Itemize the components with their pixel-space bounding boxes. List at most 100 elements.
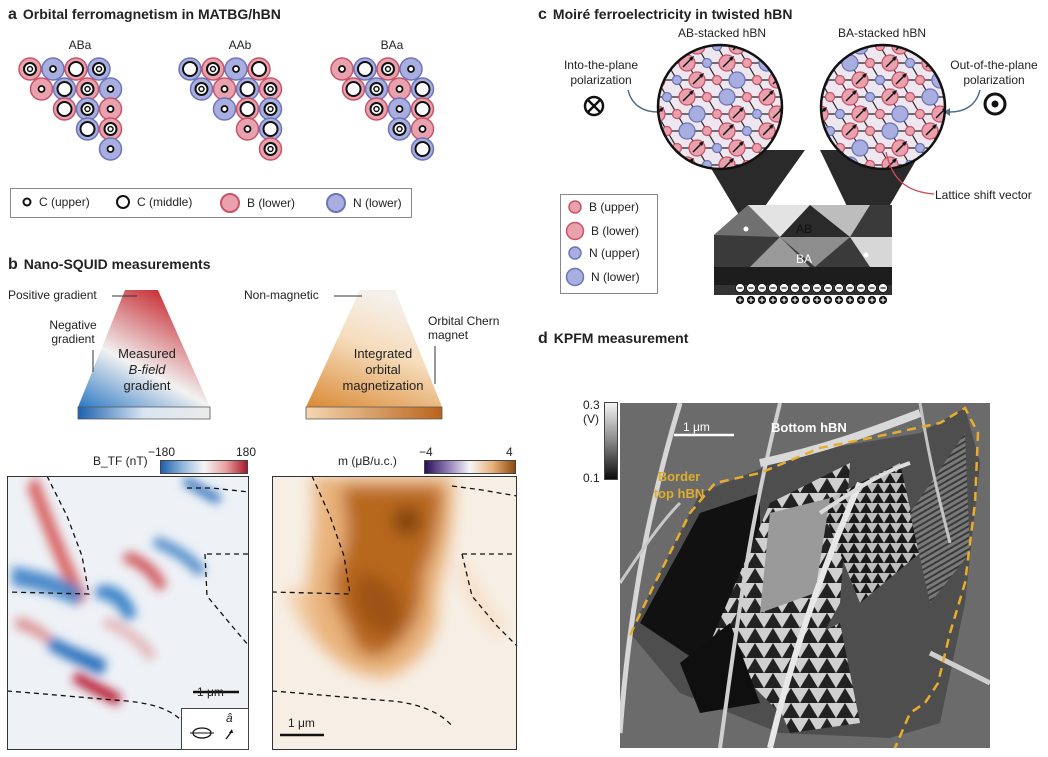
lattice-atom [921, 88, 939, 106]
carbon-middle-atom [56, 81, 73, 97]
lattice-atom [796, 110, 805, 119]
btf-colorbar [160, 460, 248, 474]
lattice-atom [944, 159, 945, 169]
carbon-upper-atom [37, 85, 46, 93]
lattice-atom [942, 21, 958, 37]
zoom-circle-border [819, 43, 947, 171]
lattice-atom [751, 142, 763, 154]
carbon-upper-atom [49, 65, 57, 73]
carbon-upper-atom [373, 85, 380, 93]
legend-b-upper: B (upper) [567, 199, 639, 215]
shift-vector-arrow [976, 177, 985, 186]
carbon-upper-atom [26, 65, 34, 73]
lattice-baa [330, 57, 435, 161]
lattice-atom [661, 57, 673, 69]
panel-b-letter: b [8, 256, 18, 273]
lattice-atom [874, 108, 886, 120]
lattice-atom [658, 45, 666, 55]
legend-c-upper: C (upper) [21, 195, 90, 209]
kpfm-colorbar-unit: (V) [583, 412, 599, 426]
lattice-atom [881, 122, 899, 140]
bottom-hbn-label: Bottom hBN [771, 420, 847, 435]
kpfm-map [620, 403, 990, 749]
legend-n-upper: N (upper) [567, 245, 640, 261]
lattice-atom [864, 91, 876, 103]
carbon-middle-atom [414, 81, 431, 97]
lattice-shift-label: Lattice shift vector [935, 188, 1032, 202]
lattice-atom [864, 125, 876, 137]
lattice-atom [799, 89, 815, 105]
ba-lattice-zoom [819, 43, 947, 171]
zoom-cones [700, 150, 922, 246]
lattice-atom [904, 57, 916, 69]
magnetization-pyramid [305, 290, 443, 420]
lattice-atom [821, 45, 829, 55]
shift-vector-arrow [806, 58, 815, 67]
shift-vector-arrow [803, 58, 812, 67]
lattice-atom [671, 45, 683, 52]
zoom-circle-border [656, 43, 784, 171]
lattice-aba [18, 57, 123, 161]
carbon-upper-atom [107, 125, 114, 133]
lattice-atom [758, 54, 776, 72]
lattice-atom [751, 45, 763, 52]
lattice-atom [728, 71, 746, 89]
lattice-atom [914, 45, 926, 52]
lattice-aab [178, 57, 283, 161]
lattice-atom [802, 123, 818, 139]
panel-d-title-text: KPFM measurement [553, 330, 689, 346]
shift-vector-arrow [658, 74, 663, 85]
lattice-atom [921, 54, 939, 72]
carbon-upper-atom [267, 105, 274, 113]
border-top-hbn-label: Border top hBN [653, 469, 705, 501]
lattice-atom [781, 57, 782, 69]
carbon-upper-atom [106, 105, 115, 113]
lattice-atom [793, 42, 802, 51]
legend-c-b-lower: B (lower) [565, 221, 639, 241]
lattice-atom [904, 125, 916, 137]
carbon-middle-atom [251, 61, 267, 77]
legend-c-n-lower: N (lower) [565, 267, 640, 287]
lattice-atom [904, 91, 916, 103]
lattice-atom [649, 174, 665, 190]
panel-d-letter: d [538, 330, 548, 347]
carbon-upper-atom [106, 85, 115, 93]
lattice-atom [914, 74, 926, 86]
ba-stacked-label: BA-stacked hBN [837, 26, 927, 40]
lattice-atom [711, 74, 723, 86]
lattice-atom [806, 25, 815, 34]
lattice-atom [639, 123, 655, 139]
lattice-atom [802, 55, 818, 71]
carbon-upper-atom [338, 65, 346, 73]
lattice-atom [972, 140, 988, 156]
shift-vector-arrow [806, 126, 815, 135]
lattice-atom [688, 105, 706, 123]
lattice-atom [658, 139, 666, 157]
lattice-atom [874, 142, 886, 154]
m-colorbar [424, 460, 516, 474]
btf-colorbar-title: B_TF (nT) [93, 454, 148, 468]
measured-field-label: Measured B-field gradient [118, 346, 176, 393]
carbon-upper-atom [384, 65, 392, 73]
kpfm-scale-label: 1 μm [683, 420, 710, 434]
out-plane-icon [983, 92, 1007, 116]
m-colorbar-title: m (μB/u.c.) [338, 454, 397, 468]
carbon-middle-atom [79, 121, 96, 137]
btf-colorbar-max: 180 [236, 445, 257, 459]
carbon-middle-atom [68, 61, 84, 77]
lattice-atom [891, 105, 909, 123]
carbon-middle-atom [56, 101, 73, 117]
carbon-middle-atom [182, 61, 198, 77]
carbon-middle-atom [239, 81, 256, 97]
lattice-atom [639, 157, 655, 173]
lattice-atom [914, 108, 926, 120]
shift-vector-arrow [786, 24, 795, 33]
lattice-atom [851, 139, 869, 157]
inset-axis-label: â [226, 711, 233, 725]
lattice-atom [986, 127, 995, 136]
shift-vector-arrow [966, 126, 975, 135]
stacking-label-baa: BAa [380, 38, 404, 52]
panel-c-title-text: Moiré ferroelectricity in twisted hBN [552, 6, 793, 22]
positive-gradient-label: Positive gradient [8, 288, 97, 302]
